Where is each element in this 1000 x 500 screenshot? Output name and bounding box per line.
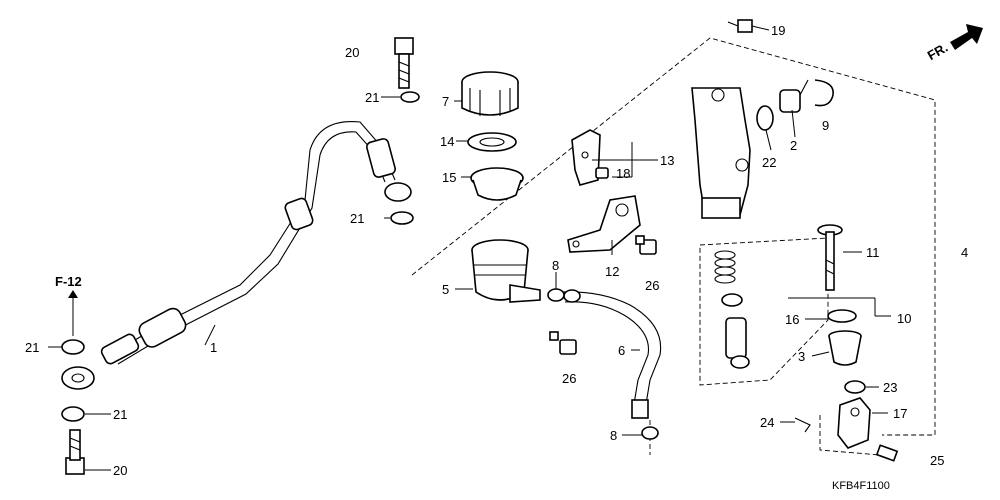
callout-13: 13 (660, 153, 674, 168)
direction-label: FR. (925, 40, 951, 63)
circlip-9 (814, 79, 834, 107)
callout-14: 14 (440, 134, 454, 149)
clevis-17 (837, 397, 871, 449)
callout-9: 9 (822, 118, 829, 133)
callout-11: 11 (866, 245, 880, 260)
callout-5: 5 (442, 282, 449, 297)
callout-7: 7 (442, 94, 449, 109)
callout-21-upper: 21 (365, 90, 379, 105)
retainer-16 (827, 309, 857, 323)
callout-15: 15 (442, 170, 456, 185)
hose-clips (547, 288, 659, 440)
diaphragm (470, 167, 524, 201)
callout-16: 16 (785, 312, 799, 327)
screw-19 (727, 19, 753, 33)
diagram-code: KFB4F1100 (832, 480, 890, 492)
reservoir-cap (461, 71, 519, 116)
bracket-13 (571, 129, 601, 186)
callout-1: 1 (210, 340, 217, 355)
callout-21-lower: 21 (113, 407, 127, 422)
bolt-26-upper (635, 235, 657, 255)
push-rod (817, 224, 843, 291)
callout-24: 24 (760, 415, 774, 430)
fr-arrow-icon (950, 24, 983, 50)
callout-2: 2 (790, 138, 797, 153)
master-cylinder-body (691, 87, 751, 219)
callout-4: 4 (961, 245, 968, 260)
cotter-pin-24 (794, 417, 811, 433)
callout-19: 19 (771, 23, 785, 38)
joint-pin-25 (875, 444, 899, 462)
callout-8-lower: 8 (610, 428, 617, 443)
callout-20-upper: 20 (345, 45, 359, 60)
bolt-26-lower (549, 331, 577, 355)
callout-3: 3 (798, 349, 805, 364)
callout-17: 17 (893, 406, 907, 421)
callout-18: 18 (616, 166, 630, 181)
callout-26-lower: 26 (562, 371, 576, 386)
callout-21-middle: 21 (350, 211, 364, 226)
brake-hose (61, 121, 412, 390)
callout-23: 23 (883, 380, 897, 395)
piston-cup (721, 293, 743, 307)
callout-26-upper: 26 (645, 278, 659, 293)
arrow-up-icon (68, 290, 78, 298)
o-ring-22 (756, 105, 774, 131)
callout-22: 22 (762, 155, 776, 170)
bolt-lower (65, 429, 85, 475)
bolt-upper (394, 37, 414, 89)
leader-lines (48, 25, 891, 471)
cap-plate (467, 132, 517, 152)
callout-20-lower: 20 (113, 463, 127, 478)
callout-10: 10 (897, 311, 911, 326)
piston (725, 317, 750, 369)
nut-23 (844, 380, 866, 394)
bolt-18 (595, 167, 609, 179)
callout-21-left: 21 (25, 340, 39, 355)
reservoir (471, 239, 541, 303)
boot-3 (828, 330, 862, 366)
reservoir-hose (559, 289, 662, 419)
callout-8-upper: 8 (552, 258, 559, 273)
joint-2 (779, 79, 809, 113)
callout-25: 25 (930, 453, 944, 468)
callout-6: 6 (618, 343, 625, 358)
callout-12: 12 (605, 264, 619, 279)
sealing-washers (61, 91, 420, 422)
spring (714, 250, 736, 284)
reference-label: F-12 (55, 274, 82, 289)
bracket-12 (567, 195, 641, 253)
callout-labels: 1 2 3 4 5 6 7 8 8 9 10 11 12 13 14 15 16… (25, 23, 968, 478)
